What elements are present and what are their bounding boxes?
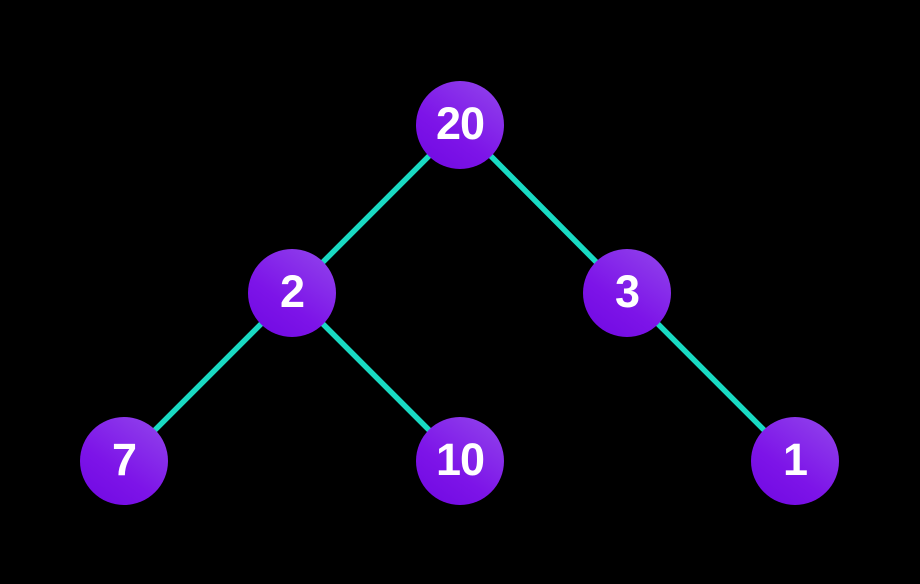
node-label-left-left: 7 [111,434,137,485]
node-label-left-right: 10 [435,434,485,485]
tree-node-left: 2 [248,249,336,337]
tree-node-right: 3 [583,249,671,337]
tree-node-left-left: 7 [80,417,168,505]
node-label-right-right: 1 [782,434,808,485]
node-label-root: 20 [435,98,485,149]
tree-node-right-right: 1 [751,417,839,505]
tree-node-left-right: 10 [416,417,504,505]
node-label-left: 2 [279,266,305,317]
tree-node-root: 20 [416,81,504,169]
node-label-right: 3 [614,266,640,317]
